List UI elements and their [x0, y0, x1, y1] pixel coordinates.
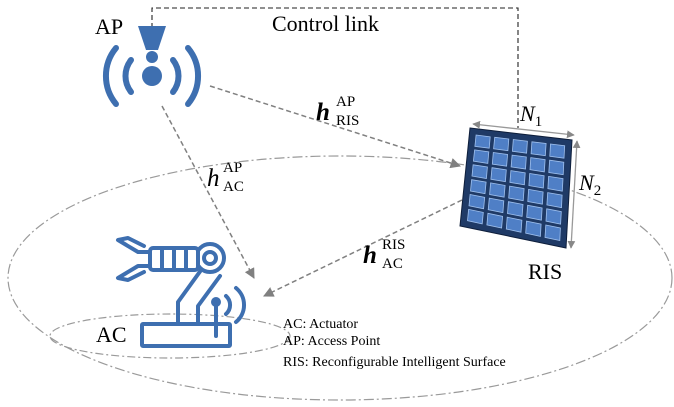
ris-element-cell — [530, 141, 547, 157]
ris-element-cell — [467, 208, 484, 225]
n1-label: N1 — [519, 101, 542, 130]
svg-text:AP: AP — [223, 160, 242, 176]
channel-ap-ac-arrow — [161, 105, 255, 279]
svg-text:RIS: RIS — [382, 237, 405, 253]
svg-text:AP: AP — [336, 94, 355, 110]
access-point-icon — [103, 26, 201, 107]
ris-element-cell — [549, 143, 566, 159]
ris-element-cell — [490, 167, 507, 183]
svg-text:h: h — [207, 165, 220, 192]
ris-element-cell — [529, 157, 546, 173]
coverage-area-ellipse — [7, 155, 673, 401]
svg-text:AC: AC — [382, 256, 403, 272]
control-link-label: Control link — [272, 11, 379, 36]
actuator-area-ellipse — [49, 313, 291, 359]
legend-item: RIS: Reconfigurable Intelligent Surface — [283, 355, 506, 370]
ris-panel — [459, 127, 573, 249]
channel-ris-ac-arrow — [263, 199, 463, 297]
ris-element-cell — [471, 164, 488, 179]
robotic-arm-icon — [116, 236, 232, 348]
channel-label-h-ac-ap: h AP AC — [207, 160, 244, 195]
n2-label: N2 — [578, 170, 601, 199]
ris-element-cell — [505, 216, 523, 233]
svg-text:h: h — [316, 99, 330, 126]
ris-label: RIS — [528, 259, 562, 284]
svg-text:AC: AC — [223, 179, 244, 195]
ris-element-cell — [470, 179, 487, 195]
ris-element-cell — [508, 185, 525, 202]
ris-element-cell — [468, 194, 486, 210]
ris-element-cell — [528, 173, 545, 189]
ap-label: AP — [95, 14, 123, 39]
channel-ap-ris-arrow — [209, 85, 462, 169]
actuator-antenna-icon — [211, 286, 247, 324]
svg-text:RIS: RIS — [336, 113, 359, 129]
legend-item: AP: Access Point — [283, 334, 380, 349]
ris-element-cell — [486, 212, 504, 229]
ris-element-cell — [526, 204, 543, 221]
ris-element-cell — [547, 175, 564, 192]
ris-element-cell — [489, 182, 506, 198]
ris-element-cell — [507, 201, 524, 217]
ris-element-cell — [472, 149, 490, 164]
svg-text:h: h — [363, 242, 377, 269]
ris-element-cell — [509, 170, 526, 186]
ris-element-cell — [527, 188, 544, 205]
channel-label-h-ac-ris: h RIS AC — [363, 237, 405, 272]
ris-element-cell — [544, 224, 561, 241]
ris-element-cell — [510, 154, 527, 170]
ris-element-cell — [548, 159, 565, 176]
ris-element-cell — [545, 208, 562, 225]
ris-element-cell — [546, 192, 563, 209]
ris-element-cell — [491, 152, 509, 167]
control-link-line — [151, 7, 519, 128]
ris-element-cell — [493, 136, 510, 152]
legend: AC: Actuator AP: Access Point RIS: Recon… — [283, 317, 506, 370]
n1-dimension-arrow — [472, 120, 575, 139]
ris-cell-grid — [467, 134, 566, 241]
n2-dimension-arrow — [567, 140, 581, 249]
channel-label-h-ris-ap: h AP RIS — [316, 94, 359, 129]
ris-element-cell — [525, 220, 542, 237]
legend-item: AC: Actuator — [283, 317, 358, 332]
ris-element-cell — [487, 197, 505, 214]
ris-element-cell — [511, 139, 528, 154]
ac-label: AC — [96, 322, 127, 347]
ris-element-cell — [474, 134, 491, 149]
